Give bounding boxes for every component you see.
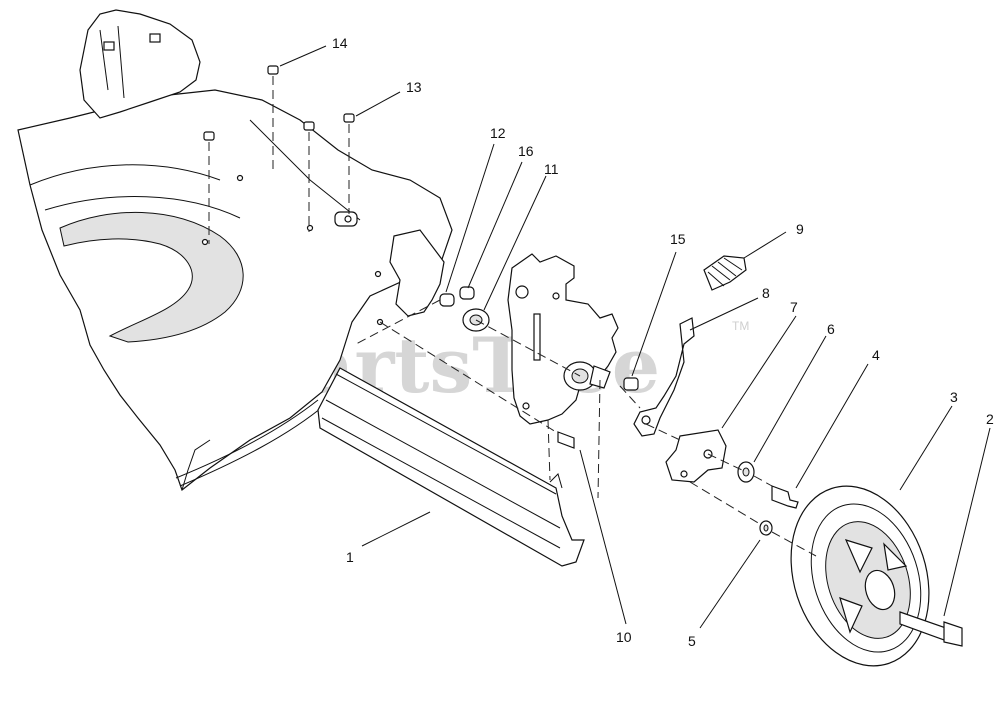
callout-6: 6	[827, 321, 835, 337]
callout-labels: 1 2 3 4 5 6 7 8 9 10 11 12 13 14 15 16	[332, 35, 994, 649]
callout-1: 1	[346, 549, 354, 565]
callout-12: 12	[490, 125, 506, 141]
callout-2: 2	[986, 411, 994, 427]
bolt-15	[623, 377, 639, 391]
nut-12	[439, 293, 455, 307]
callout-9: 9	[796, 221, 804, 237]
bolt-13b	[343, 113, 355, 123]
bolts	[557, 377, 639, 449]
callout-3: 3	[950, 389, 958, 405]
deflector-shield	[317, 367, 585, 567]
callout-4: 4	[872, 347, 880, 363]
callout-14: 14	[332, 35, 348, 51]
axle-bolt	[899, 611, 963, 647]
bolt-4	[771, 485, 799, 509]
leader-lines	[279, 45, 991, 629]
adjuster-plate	[507, 253, 619, 425]
height-lever	[633, 317, 695, 437]
callout-10: 10	[616, 629, 632, 645]
callout-8: 8	[762, 285, 770, 301]
mount-bolts	[203, 65, 355, 141]
callout-5: 5	[688, 633, 696, 649]
alignment-lines	[208, 76, 817, 557]
mount-bracket	[374, 229, 445, 326]
washers-bolt	[737, 461, 799, 536]
bushing-16	[459, 286, 475, 300]
handle-knob	[703, 255, 747, 291]
wheel	[790, 485, 930, 667]
bolt-13a	[303, 121, 315, 131]
callout-13: 13	[406, 79, 422, 95]
bolt-10	[557, 431, 575, 449]
deck-housing	[17, 89, 453, 491]
callout-11: 11	[544, 161, 559, 177]
callout-15: 15	[670, 231, 686, 247]
bolt-14b	[203, 131, 215, 141]
callout-16: 16	[518, 143, 534, 159]
callout-7: 7	[790, 299, 798, 315]
bolt-14	[267, 65, 279, 75]
rear-flap	[79, 9, 201, 119]
watermark-trademark: TM	[732, 319, 749, 333]
